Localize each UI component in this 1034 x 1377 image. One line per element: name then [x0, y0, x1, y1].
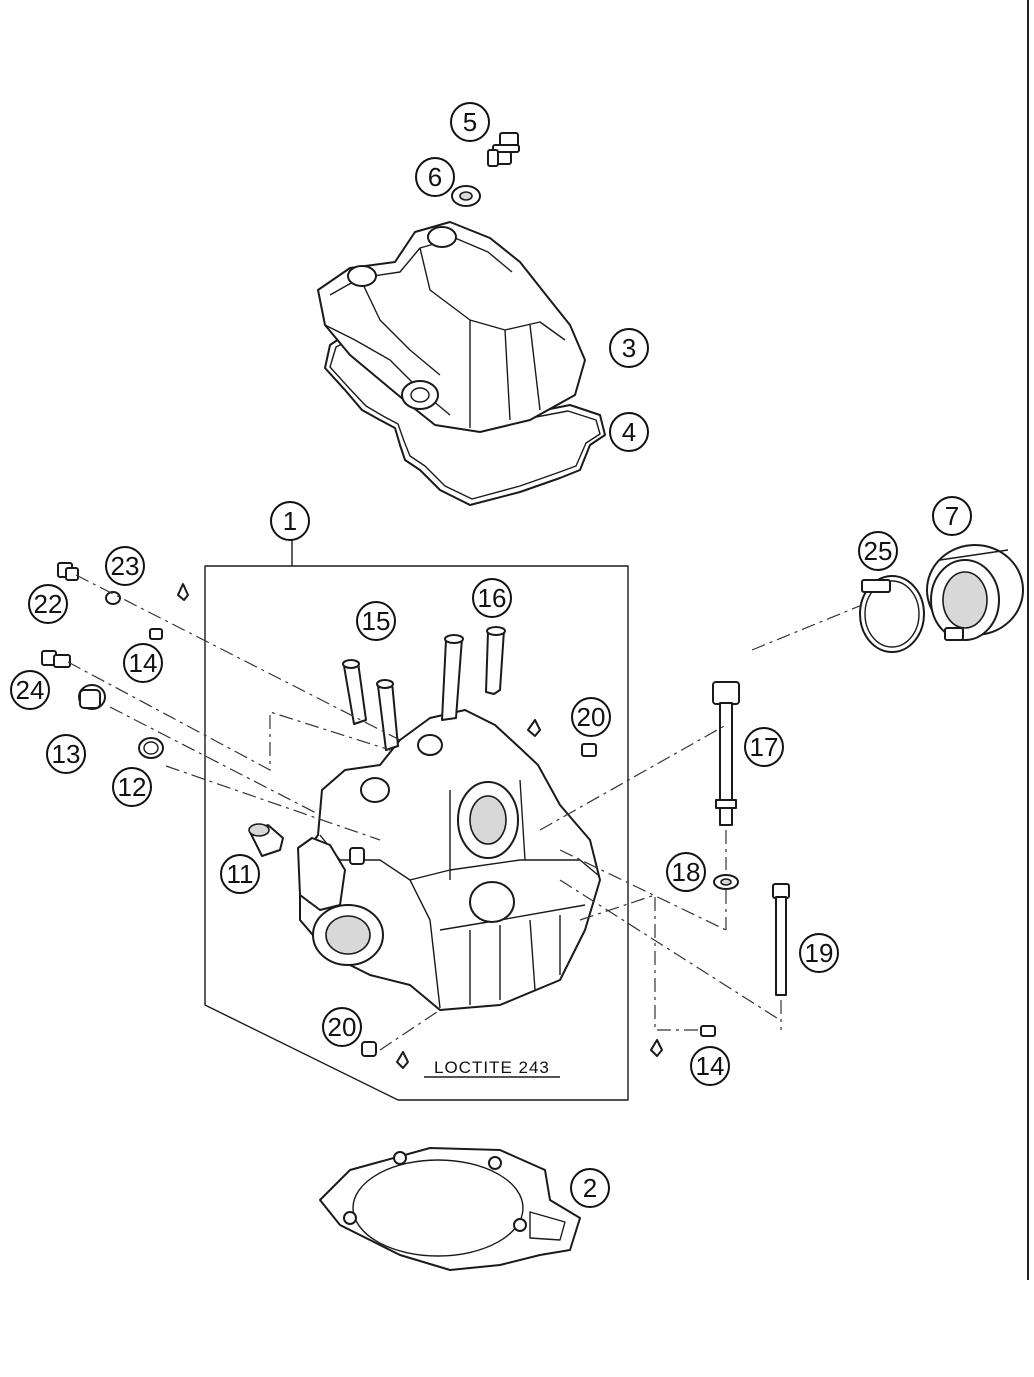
assembly-frame [204, 540, 629, 1101]
valve-guides-15 [342, 659, 399, 751]
callout-23: 23 [105, 546, 145, 586]
screw-22 [57, 562, 79, 581]
callout-1: 1 [270, 501, 310, 541]
callout-16: 16 [472, 578, 512, 618]
callout-5: 5 [450, 102, 490, 142]
svg-text:13: 13 [52, 739, 81, 769]
cone-screw-left [177, 583, 189, 601]
callout-7: 7 [932, 496, 972, 536]
fitting-24 [41, 650, 71, 668]
callout-13: 13 [46, 734, 86, 774]
callout-19: 19 [799, 933, 839, 973]
svg-text:17: 17 [750, 732, 779, 762]
head-gasket [319, 1147, 581, 1271]
svg-text:2: 2 [583, 1173, 597, 1203]
assembly-lines [67, 574, 863, 1051]
svg-text:11: 11 [227, 859, 254, 889]
valve-cover [317, 221, 586, 433]
callout-24: 24 [10, 670, 50, 710]
svg-text:12: 12 [118, 772, 147, 802]
callout-18: 18 [666, 852, 706, 892]
washer-23 [105, 591, 121, 605]
svg-text:16: 16 [478, 583, 507, 613]
cover-screw [487, 132, 520, 167]
svg-text:18: 18 [672, 857, 701, 887]
svg-text:19: 19 [805, 938, 834, 968]
callout-12: 12 [112, 767, 152, 807]
callout-14-right: 14 [690, 1046, 730, 1086]
hose-clamp-25 [859, 575, 925, 653]
bolt-17 [712, 681, 740, 826]
callout-15: 15 [356, 601, 396, 641]
callout-14-left: 14 [123, 643, 163, 683]
dowel-pin-14-left [149, 628, 163, 640]
seal-ring-12 [138, 737, 164, 759]
callout-11: 11 [220, 854, 260, 894]
svg-text:6: 6 [428, 162, 442, 192]
callout-6: 6 [415, 157, 455, 197]
svg-text:23: 23 [111, 551, 140, 581]
callout-22: 22 [28, 584, 68, 624]
callout-25: 25 [858, 531, 898, 571]
svg-text:3: 3 [622, 333, 636, 363]
svg-text:14: 14 [696, 1051, 725, 1081]
svg-text:14: 14 [129, 648, 158, 678]
callout-4: 4 [609, 412, 649, 452]
plug-20-bottom [361, 1041, 409, 1069]
callout-20-top: 20 [571, 697, 611, 737]
svg-text:22: 22 [34, 589, 63, 619]
cylinder-head [297, 709, 601, 1011]
svg-text:20: 20 [577, 702, 606, 732]
callout-3: 3 [609, 328, 649, 368]
intake-flange-7 [926, 544, 1024, 641]
plug-13 [78, 684, 106, 710]
svg-text:25: 25 [864, 536, 893, 566]
svg-text:5: 5 [463, 107, 477, 137]
loctite-note: LOCTITE 243 [434, 1058, 550, 1077]
dowel-pin-14-right [700, 1025, 716, 1037]
callout-17: 17 [744, 727, 784, 767]
svg-text:15: 15 [362, 606, 391, 636]
svg-text:1: 1 [283, 506, 297, 536]
cover-washer [451, 185, 481, 207]
plug-20-top [527, 719, 597, 757]
callout-20-bottom: 20 [322, 1007, 362, 1047]
cone-screw-right [650, 1039, 663, 1057]
valve-guides-16 [441, 626, 506, 721]
callout-2: 2 [570, 1168, 610, 1208]
svg-text:20: 20 [328, 1012, 357, 1042]
svg-text:7: 7 [945, 501, 959, 531]
svg-text:24: 24 [16, 675, 45, 705]
sleeve-11 [248, 823, 284, 857]
bolt-19 [772, 883, 790, 996]
washer-18 [713, 874, 739, 890]
svg-text:4: 4 [622, 417, 636, 447]
